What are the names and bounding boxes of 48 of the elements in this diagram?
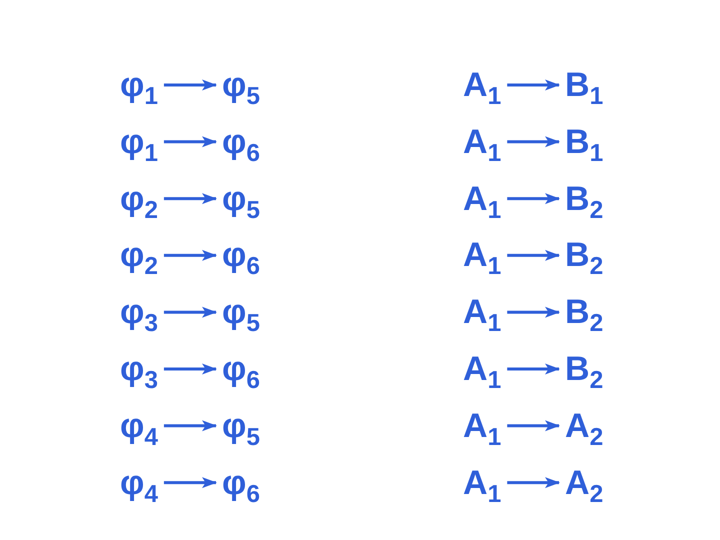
math-symbol: B$_{2}$ — [559, 292, 610, 332]
math-symbol: B$_{2}$ — [559, 235, 610, 276]
arrow — [164, 136, 217, 148]
math-symbol: φ$_{4}$ — [114, 462, 164, 503]
math-symbol: A$_{1}$ — [457, 65, 508, 105]
arrow — [164, 306, 217, 318]
math-symbol: A$_{1}$ — [457, 178, 508, 219]
math-symbol: φ$_{6}$ — [216, 462, 266, 503]
math-symbol: φ$_{5}$ — [216, 292, 266, 332]
math-symbol: φ$_{5}$ — [216, 65, 266, 105]
math-symbol: A$_{1}$ — [457, 462, 508, 503]
math-symbol: φ$_{6}$ — [216, 349, 266, 389]
math-symbol: φ$_{5}$ — [216, 178, 266, 219]
arrow — [507, 250, 560, 261]
arrow — [507, 364, 560, 374]
arrow — [507, 80, 560, 90]
math-symbol: A$_{2}$ — [559, 406, 610, 446]
math-symbol: φ$_{6}$ — [216, 235, 266, 276]
math-symbol: φ$_{2}$ — [114, 235, 164, 276]
math-symbol: φ$_{2}$ — [114, 178, 164, 219]
math-symbol: A$_{1}$ — [457, 122, 508, 162]
math-symbol: A$_{1}$ — [457, 292, 508, 332]
arrow — [164, 364, 217, 374]
math-symbol: B$_{2}$ — [559, 178, 610, 219]
math-symbol: φ$_{3}$ — [114, 349, 164, 389]
arrow — [507, 477, 560, 488]
math-symbol: A$_{1}$ — [457, 349, 508, 389]
math-symbol: B$_{2}$ — [559, 349, 610, 389]
arrow — [164, 250, 217, 261]
math-symbol: φ$_{1}$ — [114, 122, 164, 162]
math-symbol: A$_{2}$ — [559, 462, 610, 503]
arrow — [507, 193, 560, 204]
math-symbol: φ$_{4}$ — [114, 406, 164, 446]
math-symbol: B$_{1}$ — [559, 65, 610, 105]
arrow — [164, 420, 217, 432]
arrow — [507, 306, 560, 318]
arrow — [164, 80, 217, 90]
arrow — [164, 477, 217, 488]
math-symbol: φ$_{1}$ — [114, 65, 164, 105]
math-symbol: B$_{1}$ — [559, 122, 610, 162]
math-symbol: φ$_{3}$ — [114, 292, 164, 332]
math-symbol: φ$_{6}$ — [216, 122, 266, 162]
arrow — [507, 136, 560, 148]
math-symbol: A$_{1}$ — [457, 406, 508, 446]
arrow — [164, 193, 217, 204]
math-symbol: φ$_{5}$ — [216, 406, 266, 446]
arrow — [507, 420, 560, 432]
math-symbol: A$_{1}$ — [457, 235, 508, 276]
